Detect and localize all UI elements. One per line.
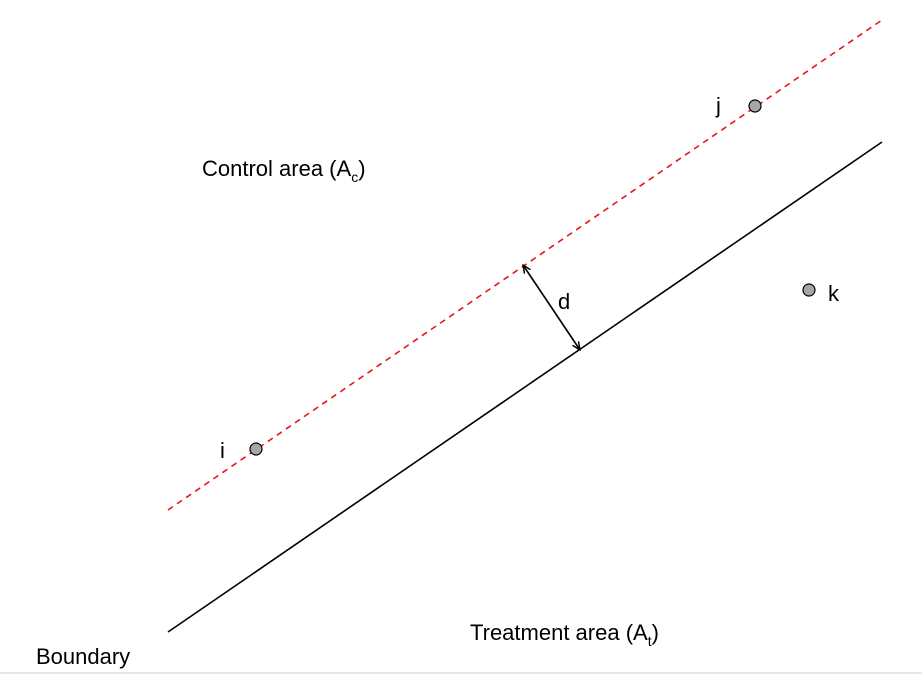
treatment-area-close: ) bbox=[652, 620, 659, 645]
distance-label: d bbox=[558, 289, 570, 314]
control-boundary-dashed-line bbox=[167, 19, 883, 511]
bottom-divider bbox=[0, 672, 922, 674]
point-j-label: j bbox=[715, 93, 721, 118]
point-j-marker bbox=[748, 99, 762, 113]
control-area-text: Control area (A bbox=[202, 156, 352, 181]
treatment-area-text: Treatment area (A bbox=[470, 620, 648, 645]
control-area-close: ) bbox=[358, 156, 365, 181]
treatment-area-subscript: t bbox=[648, 633, 652, 649]
distance-arrow bbox=[523, 265, 580, 350]
control-area-subscript: c bbox=[351, 169, 358, 185]
boundary-label: Boundary bbox=[36, 644, 130, 669]
point-i-marker bbox=[249, 442, 263, 456]
treatment-area-label: Treatment area (At) bbox=[470, 620, 659, 649]
boundary-line bbox=[167, 141, 883, 633]
control-area-label: Control area (Ac) bbox=[202, 156, 366, 185]
point-k-label: k bbox=[828, 281, 840, 306]
point-k-marker bbox=[802, 283, 816, 297]
point-i-label: i bbox=[220, 438, 225, 463]
